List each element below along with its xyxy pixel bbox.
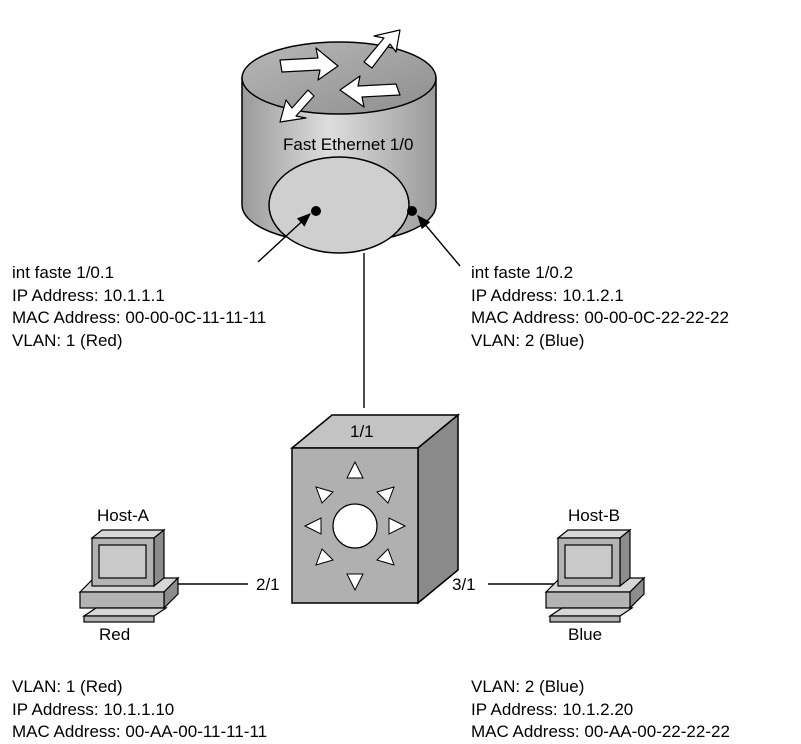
host-b-info: VLAN: 2 (Blue) IP Address: 10.1.2.20 MAC… (471, 676, 730, 744)
switch-port-uplink: 1/1 (350, 422, 374, 441)
host-a-ip: IP Address: 10.1.1.10 (12, 699, 175, 719)
subinterface-2-ip: IP Address: 10.1.2.1 (471, 285, 624, 305)
subinterface-2-port (407, 206, 417, 216)
subinterface-2-mac: MAC Address: 00-00-0C-22-22-22 (471, 308, 729, 327)
host-a-info: VLAN: 1 (Red) IP Address: 10.1.1.10 MAC … (12, 676, 267, 744)
host-a-name: Host-A (97, 506, 149, 525)
subinterface-2-vlan: VLAN: 2 (Blue) (471, 330, 585, 350)
router-icon (241, 29, 437, 254)
host-a-computer-icon (78, 528, 180, 623)
subinterface-1-info: int faste 1/0.1 IP Address: 10.1.1.1 MAC… (12, 262, 266, 352)
switch-port-host-b: 3/1 (452, 575, 476, 594)
host-a-color-label: Red (99, 625, 131, 644)
subinterface-1-name: int faste 1/0.1 (12, 263, 115, 282)
host-b-computer-icon (544, 528, 646, 623)
subinterface-1-vlan: VLAN: 1 (Red) (12, 330, 123, 350)
subinterface-1-mac: MAC Address: 00-00-0C-11-11-11 (12, 308, 267, 327)
host-b-ip: IP Address: 10.1.2.20 (471, 699, 634, 719)
subinterface-2-name: int faste 1/0.2 (471, 263, 574, 282)
host-b-name: Host-B (568, 506, 620, 525)
host-b-mac: MAC Address: 00-AA-00-22-22-22 (471, 722, 730, 741)
host-a-mac: MAC Address: 00-AA-00-11-11-11 (12, 722, 268, 741)
switch-port-host-a: 2/1 (256, 575, 280, 594)
subinterface-1-ip: IP Address: 10.1.1.1 (12, 285, 165, 305)
subinterface-1-port (311, 206, 321, 216)
host-b-vlan: VLAN: 2 (Blue) (471, 677, 585, 696)
host-a-vlan: VLAN: 1 (Red) (12, 677, 123, 696)
switch-icon (289, 413, 461, 605)
host-b-color-label: Blue (568, 625, 603, 644)
router-interface-label: Fast Ethernet 1/0 (283, 135, 414, 154)
subinterface-2-info: int faste 1/0.2 IP Address: 10.1.2.1 MAC… (471, 262, 729, 352)
